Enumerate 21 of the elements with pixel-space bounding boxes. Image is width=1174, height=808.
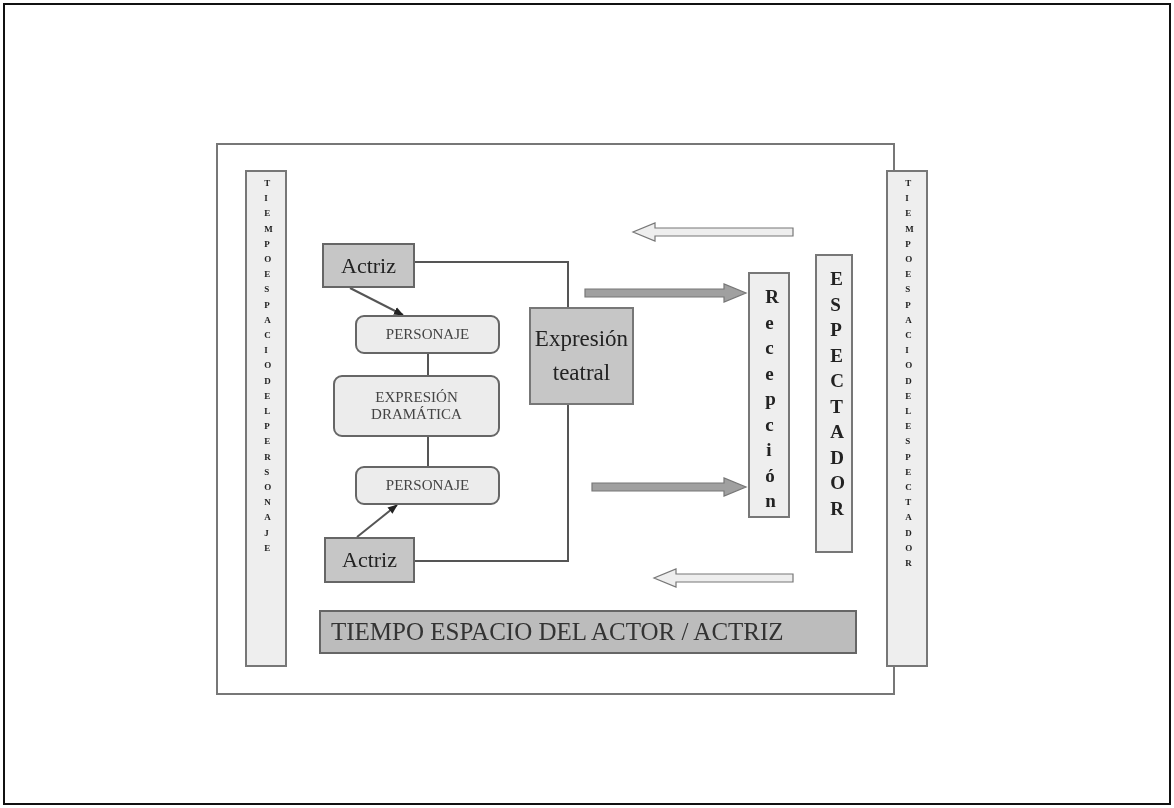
connector-line xyxy=(427,353,429,376)
block-arrow xyxy=(652,568,794,588)
vertical-label-box: TIEMPO ESPACIO DEL ESPECTADOR xyxy=(886,170,928,667)
process-box: Expresión teatral xyxy=(529,307,634,405)
rounded-box: PERSONAJE xyxy=(355,315,500,354)
block-arrow xyxy=(591,477,748,497)
arrow xyxy=(349,287,404,316)
connector-line xyxy=(427,436,429,467)
connector-line xyxy=(414,404,569,562)
block-arrow xyxy=(631,222,794,242)
vertical-label-box: ESPECTADOR xyxy=(815,254,853,553)
banner-box: TIEMPO ESPACIO DEL ACTOR / ACTRIZ xyxy=(319,610,857,654)
arrow xyxy=(356,504,398,538)
actor-box: Actriz xyxy=(324,537,415,583)
rounded-box: EXPRESIÓN DRAMÁTICA xyxy=(333,375,500,437)
block-arrow xyxy=(584,283,748,303)
vertical-label-box: Recepción xyxy=(748,272,790,518)
connector-line xyxy=(414,261,569,308)
actor-box: Actriz xyxy=(322,243,415,288)
rounded-box: PERSONAJE xyxy=(355,466,500,505)
vertical-label-box: TIEMPO ESPACIO DEL PERSONAJE xyxy=(245,170,287,667)
